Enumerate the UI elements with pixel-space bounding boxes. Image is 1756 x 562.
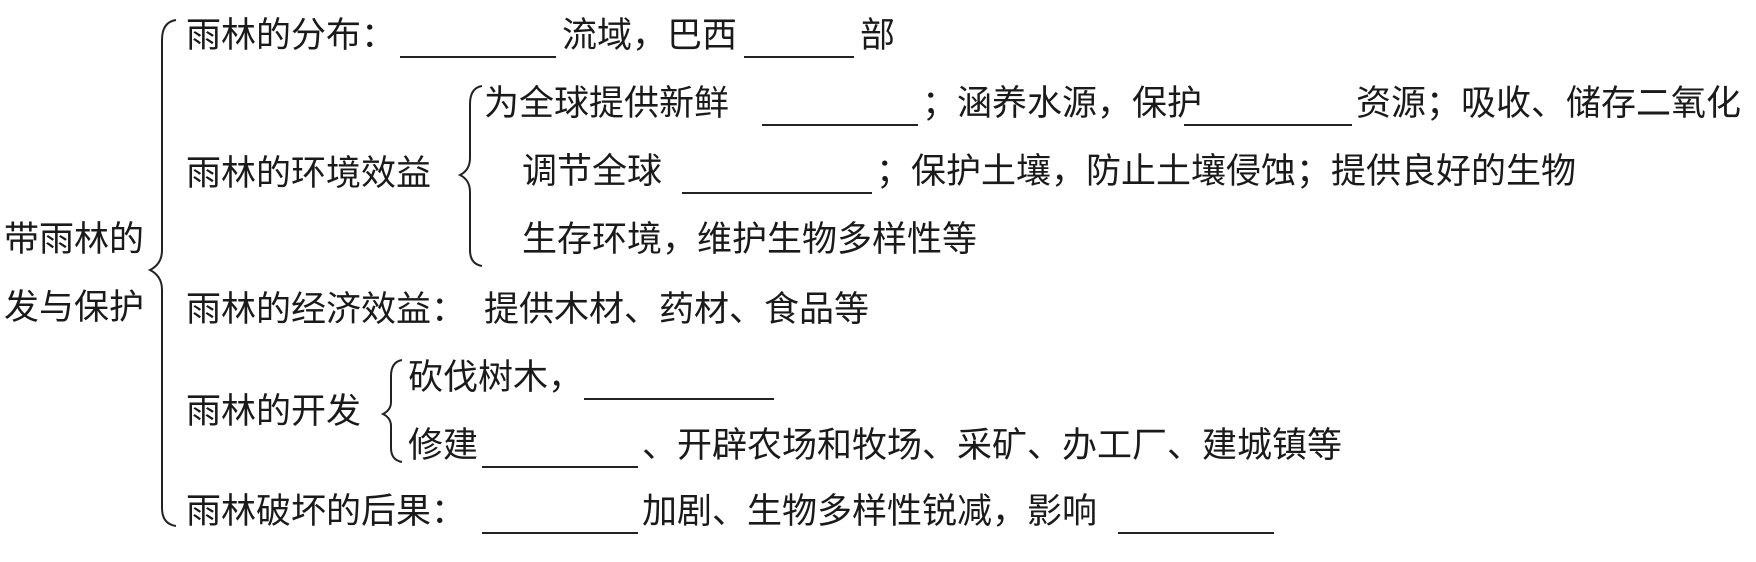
development-line2-start: 修建 xyxy=(408,426,479,466)
economy-label: 雨林的经济效益： xyxy=(186,290,467,330)
development-brace xyxy=(380,359,403,463)
environment-line3: 生存环境，维护生物多样性等 xyxy=(522,220,978,260)
damage-blank-1[interactable] xyxy=(482,532,638,534)
environment-line1-mid: ；涵养水源，保护 xyxy=(922,84,1203,124)
root-label-line1: 带雨林的 xyxy=(4,220,145,260)
damage-label: 雨林破坏的后果： xyxy=(186,492,467,532)
development-line2-tail: 、开辟农场和牧场、采矿、办工厂、建城镇等 xyxy=(642,426,1343,466)
distribution-mid: 流域，巴西 xyxy=(562,16,738,56)
environment-blank-1[interactable] xyxy=(762,124,918,126)
distribution-tail: 部 xyxy=(860,16,896,56)
distribution-blank-1[interactable] xyxy=(400,56,556,58)
damage-blank-2[interactable] xyxy=(1118,532,1274,534)
environment-brace xyxy=(457,85,483,267)
root-label-line2: 发与保护 xyxy=(4,288,145,328)
distribution-label: 雨林的分布： xyxy=(186,16,397,56)
environment-blank-3[interactable] xyxy=(682,192,872,194)
development-label: 雨林的开发 xyxy=(186,392,362,432)
environment-label: 雨林的环境效益 xyxy=(186,154,432,194)
distribution-blank-2[interactable] xyxy=(744,56,854,58)
damage-mid: 加剧、生物多样性锐减，影响 xyxy=(642,492,1098,532)
main-brace xyxy=(147,19,177,527)
environment-line1-start: 为全球提供新鲜 xyxy=(484,84,730,124)
development-blank-1[interactable] xyxy=(584,398,774,400)
environment-line2-start: 调节全球 xyxy=(522,152,663,192)
environment-blank-2[interactable] xyxy=(1184,124,1352,126)
development-line1: 砍伐树木， xyxy=(408,358,584,398)
economy-content: 提供木材、药材、食品等 xyxy=(484,290,870,330)
environment-line1-tail: 资源；吸收、储存二氧化 xyxy=(1356,84,1742,124)
environment-line2-tail: ；保护土壤，防止土壤侵蚀；提供良好的生物 xyxy=(876,152,1577,192)
development-blank-2[interactable] xyxy=(482,466,638,468)
